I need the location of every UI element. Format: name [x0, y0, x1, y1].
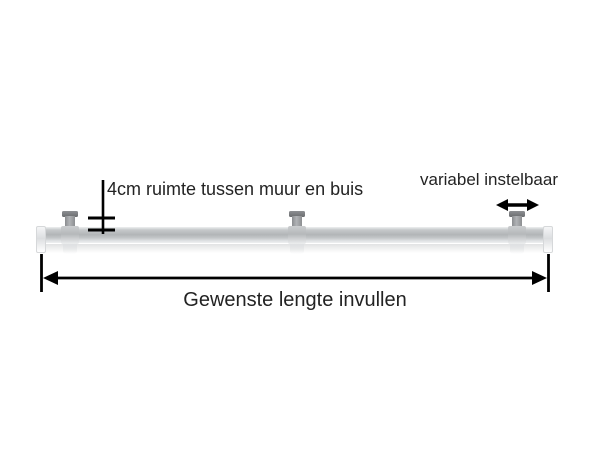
bracket-saddle — [508, 226, 526, 244]
tube-end-cap-right — [543, 226, 553, 253]
bracket-stem — [292, 216, 302, 228]
bracket-foot — [63, 244, 77, 254]
wall-bracket-left — [61, 210, 79, 255]
wall-spacing-label: 4cm ruimte tussen muur en buis — [107, 179, 364, 199]
desired-length-label: Gewenste lengte invullen — [183, 289, 407, 311]
bracket-wall-flange — [509, 211, 525, 217]
horizontal-dimension-arrow-icon — [40, 254, 550, 292]
bracket-foot — [510, 244, 524, 254]
tube-end-cap-left — [36, 226, 46, 253]
bracket-stem — [65, 216, 75, 228]
wall-bracket-right — [508, 210, 526, 255]
adjustable-label: variabel instelbaar — [420, 170, 558, 189]
wall-bracket-middle — [288, 210, 306, 255]
bracket-saddle — [288, 226, 306, 244]
bracket-wall-flange — [289, 211, 305, 217]
bracket-foot — [290, 244, 304, 254]
bracket-wall-flange — [62, 211, 78, 217]
bracket-saddle — [61, 226, 79, 244]
bracket-stem — [512, 216, 522, 228]
